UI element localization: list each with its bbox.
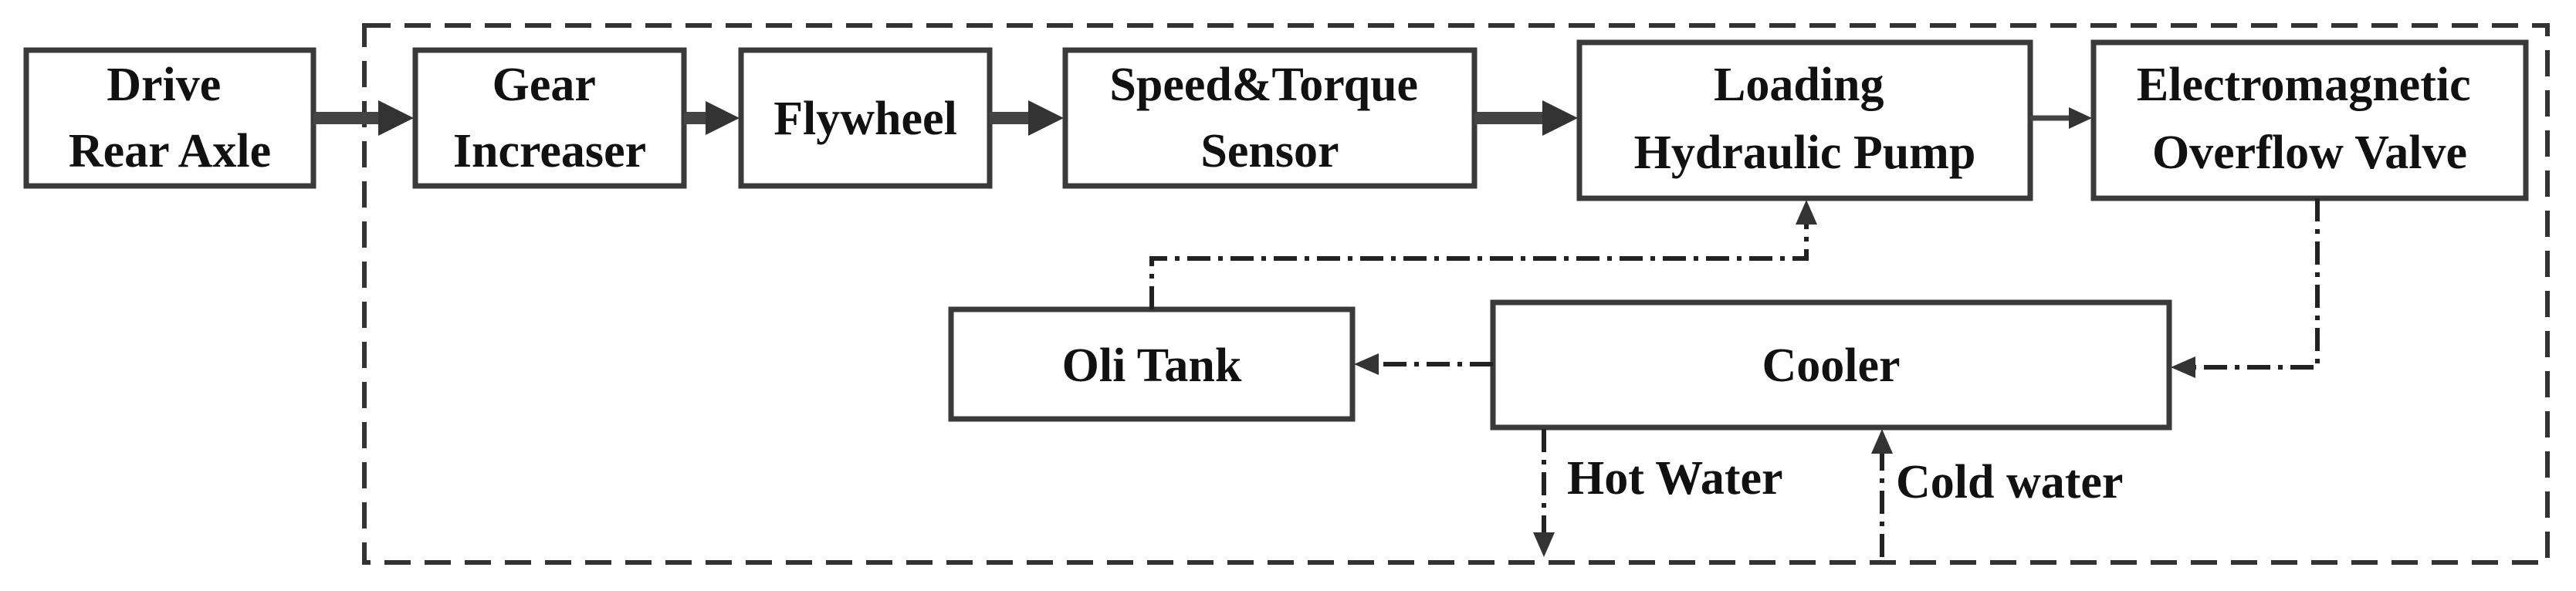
oli-tank-block: Oli Tank [948, 306, 1356, 422]
speed-torque-sensor-block: Speed&Torque Sensor [1062, 47, 1478, 189]
axle-to-gear-arrowhead [378, 100, 414, 136]
speed-torque-sensor-label: Speed&Torque Sensor [1109, 59, 1430, 177]
loading-hydraulic-pump-block: Loading Hydraulic Pump [1576, 39, 2033, 201]
electromagnetic-overflow-valve-block: Electromagnetic Overflow Valve [2090, 39, 2529, 201]
hot-water-arrowhead [1533, 532, 1555, 557]
oli-tank-label: Oli Tank [1062, 339, 1242, 392]
flywheel-to-sensor-arrowhead [1028, 100, 1064, 136]
cooler-block: Cooler [1490, 299, 2172, 431]
cooler-label: Cooler [1762, 339, 1900, 392]
pump-to-valve-arrowhead [2069, 107, 2092, 129]
cold-water-arrowhead [1871, 429, 1893, 454]
gear-to-flywheel-arrowhead [706, 101, 740, 135]
valve-to-cooler-oil-line [2194, 198, 2320, 370]
valve-to-cooler-arrowhead [2171, 356, 2195, 378]
drive-rear-axle-block: Drive Rear Axle [23, 47, 316, 189]
test-bench-boundary [362, 23, 2550, 565]
electromagnetic-overflow-valve-label: Electromagnetic Overflow Valve [2137, 59, 2483, 179]
tank-to-pump-oil-line [1149, 224, 1809, 309]
flywheel-label: Flywheel [773, 93, 957, 145]
flywheel-block: Flywheel [738, 47, 993, 189]
drive-rear-axle-label: Drive Rear Axle [69, 59, 271, 177]
cold-water-label: Cold water [1896, 456, 2123, 508]
cooler-to-tank-arrowhead [1354, 353, 1379, 375]
sensor-to-pump-arrowhead [1542, 100, 1578, 136]
loading-hydraulic-pump-label: Loading Hydraulic Pump [1634, 59, 1976, 179]
tank-to-pump-arrowhead [1796, 200, 1817, 225]
gear-increaser-label: Gear Increaser [453, 59, 646, 177]
gear-increaser-block: Gear Increaser [412, 47, 687, 189]
hot-water-label: Hot Water [1567, 452, 1783, 505]
